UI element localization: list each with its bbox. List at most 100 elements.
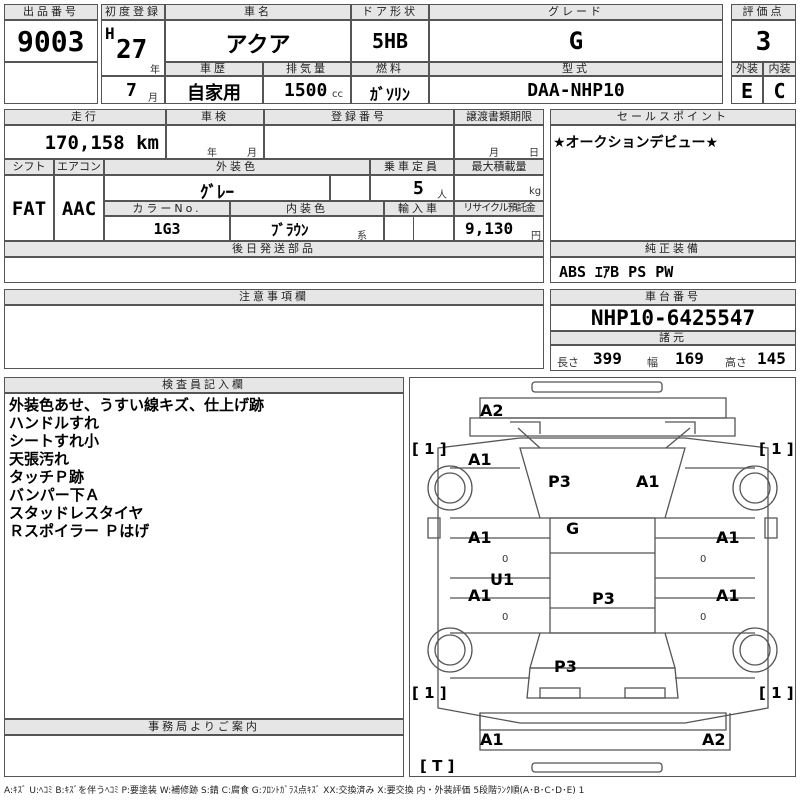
width-label: 幅 [647,356,658,369]
mileage-box: 170,158 km [4,125,166,159]
reg-no-label: 登録番号 [264,109,454,125]
car-diagram: A2 A1 P3 A1 G A1 A1 U1 A1 P3 A1 P3 A1 A2… [409,377,796,777]
door-box: 5HB [351,20,429,62]
lot-blank [4,62,98,104]
damage-rear-bumper-left: A1 [480,730,504,749]
reg-month: 7 [126,80,137,101]
exterior-label: 外装 [731,62,763,76]
month-unit: 月 [148,93,158,104]
interior-score: C [773,79,786,103]
equipment-label: 純正装備 [550,241,796,257]
load-box: kg [454,175,544,201]
small-mark: 0 [502,612,509,623]
note-line: スタッドレスタイヤ [9,504,144,522]
shift-box: FAT [4,175,54,241]
inspector-box: 外装色あせ、うすい線キズ、仕上げ跡 ハンドルすれ シートすれ小 天張汚れ タッチ… [4,393,404,719]
inspector-notes: 外装色あせ、うすい線キズ、仕上げ跡 ハンドルすれ シートすれ小 天張汚れ タッチ… [9,396,264,540]
sales-point: ★オークションデビュー★ [553,135,719,151]
caution-box [4,305,544,369]
reg-month-box: 7 月 [101,76,165,104]
door-label: ドア形状 [351,4,429,20]
damage-front-left-fender: A1 [468,450,492,469]
small-mark: 0 [700,612,707,623]
fuel: ｶﾞｿﾘﾝ [369,85,410,104]
equipment-box: ABS ｴｱB PS PW [550,257,796,283]
car-name-label: 車名 [165,4,351,20]
damage-roof: P3 [592,589,615,608]
tire-spare: [ T ] [420,757,455,775]
damage-left-rear-door: A1 [468,586,492,605]
later-parts-label: 後日発送部品 [4,241,544,257]
lot-no: 9003 [17,25,85,58]
reg-no-box [264,125,454,159]
small-mark: 0 [502,554,509,565]
interior-color-label: 内装色 [230,201,384,216]
score: 3 [755,27,772,57]
damage-left-step: U1 [490,570,515,589]
displacement: 1500 [284,80,328,101]
exterior-box: E [731,76,763,104]
sales-label: セールスポイント [550,109,796,125]
recycle-label: リサイクル預託金 [454,201,544,216]
office-label: 事務局よりご案内 [4,719,404,735]
mileage: 170,158 km [44,132,159,154]
inspection-label: 車検 [166,109,264,125]
damage-glass: G [566,519,580,538]
later-parts-box [4,257,544,283]
note-line: バンパー下Ａ [9,486,100,504]
first-reg-label: 初度登録 [101,4,165,20]
era: H [105,24,115,43]
import-label: 輸入車 [384,201,454,216]
tire-front-right: [ 1 ] [759,440,794,458]
interior-color-unit: 系 [357,231,367,242]
height-label: 高さ [725,356,747,369]
height: 145 [757,349,786,368]
lot-no-label: 出品番号 [4,4,98,20]
note-line: ハンドルすれ [9,414,100,432]
transfer-label: 譲渡書類期限 [454,109,544,125]
tire-rear-right: [ 1 ] [759,684,794,702]
capacity-unit: 人 [437,190,447,201]
grade-label: グレード [429,4,723,20]
load-label: 最大積載量 [454,159,544,175]
recycle: 9,130 [465,219,514,238]
capacity-label: 乗車定員 [370,159,454,175]
damage-hood: P3 [548,472,571,491]
color-no: 1G3 [153,220,181,238]
tr-day-unit: 日 [529,148,539,159]
tire-front-left: [ 1 ] [412,440,447,458]
interior-color: ﾌﾞﾗｳﾝ [271,221,309,239]
damage-right-rear-door: A1 [716,586,740,605]
score-label: 評価点 [731,4,796,20]
color-extra [330,175,370,201]
shift: FAT [11,198,47,220]
note-line: 外装色あせ、うすい線キズ、仕上げ跡 [9,396,265,414]
equipment: ABS ｴｱB PS PW [559,263,674,281]
inspection-box: 年 月 [166,125,264,159]
office-box [4,735,404,777]
damage-trunk: P3 [554,657,577,676]
capacity: 5 [413,178,424,199]
tr-month-unit: 月 [489,148,499,159]
door-type: 5HB [371,29,409,53]
tire-rear-left: [ 1 ] [412,684,447,702]
reg-year: 27 [116,35,148,65]
displacement-box: 1500 cc [263,76,351,104]
damage-right-front-door: A1 [716,528,740,547]
note-line: タッチＰ跡 [9,468,85,486]
model-box: DAA-NHP10 [429,76,723,104]
color-no-box: 1G3 [104,216,230,241]
chassis-no: NHP10-6425547 [590,306,756,330]
length: 399 [593,349,622,368]
fuel-label: 燃料 [351,62,429,76]
car-name: アクア [225,33,291,58]
capacity-box: 5 人 [370,175,454,201]
small-mark: 0 [700,554,707,565]
car-outline-svg [427,381,778,773]
width: 169 [675,349,704,368]
year-unit: 年 [150,65,160,76]
ac-box: AAC [54,175,104,241]
chassis-label: 車台番号 [550,289,796,305]
interior-label: 内装 [763,62,796,76]
length-label: 長さ [557,356,579,369]
